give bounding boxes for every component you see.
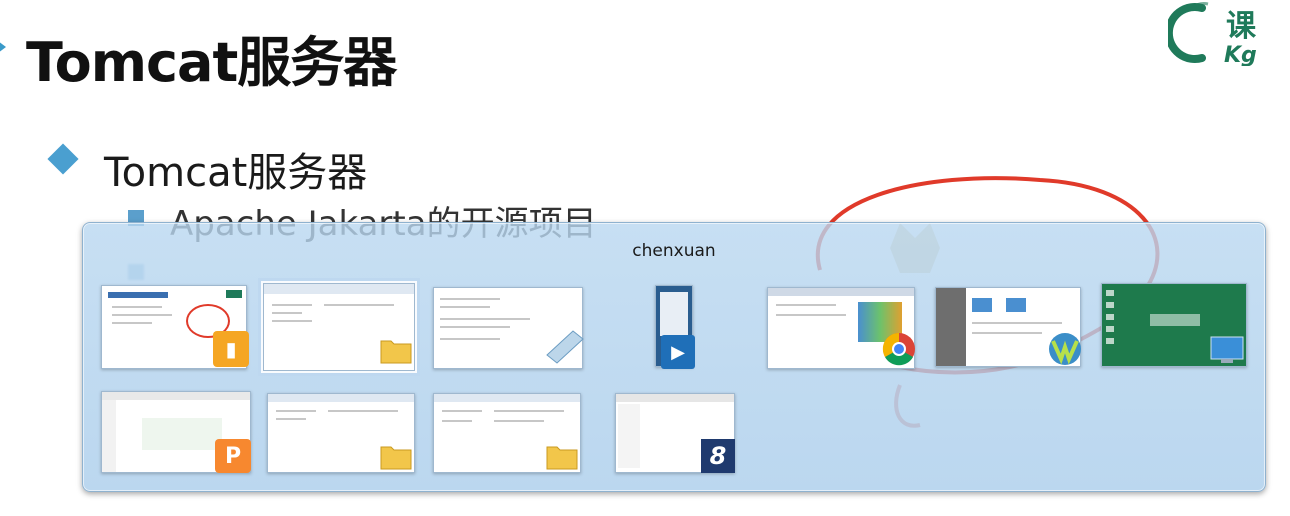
network-icon — [1047, 331, 1083, 367]
eight-icon: 8 — [701, 439, 735, 473]
bullet-diamond-icon — [47, 143, 79, 175]
folder-icon — [379, 439, 413, 473]
wps-p-icon: P — [215, 439, 251, 473]
title-arrow-icon — [0, 38, 6, 56]
logo-sub-text: Kg — [1224, 43, 1257, 66]
wps-window[interactable] — [101, 391, 251, 473]
explorer-window-3[interactable] — [433, 393, 581, 473]
bullet-text: Tomcat服务器 — [104, 150, 368, 196]
logo-text: 课 — [1226, 9, 1257, 44]
presentation-icon: ▮ — [213, 331, 249, 367]
folder-icon — [379, 333, 413, 367]
xunlei-icon: ▶ — [661, 335, 695, 369]
chrome-icon — [881, 331, 917, 367]
desktop-icon — [1209, 335, 1245, 365]
notepad-icon — [543, 325, 587, 365]
switcher-user-label: chenxuan — [632, 241, 716, 261]
folder-icon — [545, 439, 579, 473]
ketang-logo-icon: 课 Kg — [1168, 2, 1257, 66]
task-switcher: chenxuan ▮ — [82, 222, 1266, 492]
editor-window[interactable] — [615, 393, 735, 473]
slide-title: Tomcat服务器 — [26, 31, 397, 94]
